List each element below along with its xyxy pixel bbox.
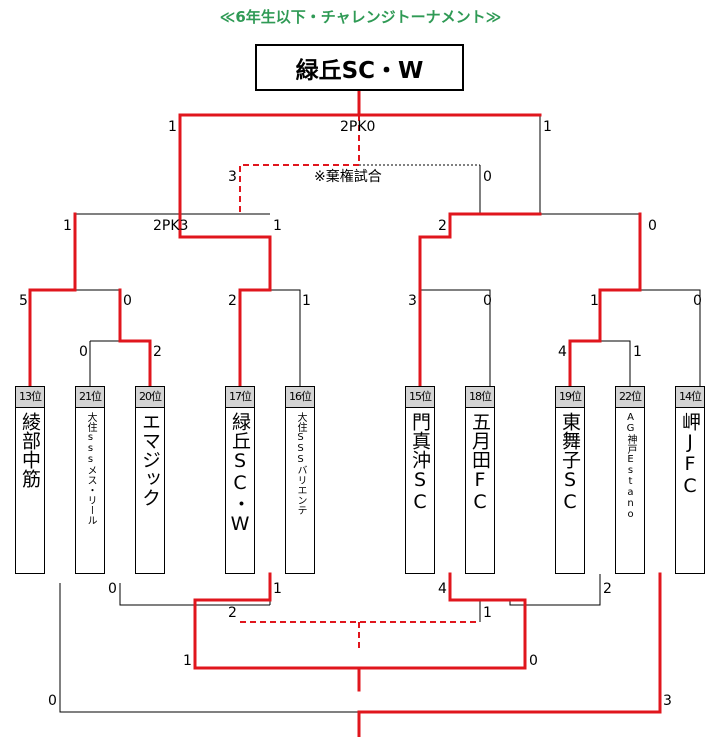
winner-line <box>568 212 642 388</box>
score-label: 2 <box>603 581 612 597</box>
score-label: 0 <box>693 293 702 309</box>
winner-line <box>193 572 361 692</box>
team-name: エマジック <box>139 412 161 507</box>
score-label: 1 <box>483 605 492 621</box>
team-box: 13位 綾部中筋 <box>15 386 45 574</box>
team-name: 門真沖SC <box>409 412 431 513</box>
winner-line <box>118 288 152 388</box>
score-label: 4 <box>558 344 567 360</box>
score-label: 0 <box>48 693 57 709</box>
team-rank: 15位 <box>406 387 434 408</box>
score-label: 4 <box>438 581 447 597</box>
bracket-line <box>270 289 301 386</box>
team-box: 19位 東舞子SC <box>555 386 585 574</box>
team-name: 岬JFC <box>679 412 701 497</box>
forfeit-line <box>239 115 360 214</box>
score-label: 5 <box>19 293 28 309</box>
bracket-line <box>600 340 631 386</box>
team-name: 五月田FC <box>469 412 491 513</box>
team-name: 緑丘SC・W <box>229 412 251 535</box>
pk-score-label: 2PK3 <box>153 218 189 234</box>
team-box: 16位 大住SSSバリエンテ <box>285 386 315 574</box>
team-name: 綾部中筋 <box>19 412 41 488</box>
team-box: 14位 岬JFC <box>675 386 705 574</box>
forfeit-note: ※棄権試合 <box>314 169 382 185</box>
winner-line <box>357 572 527 670</box>
score-label: 0 <box>79 344 88 360</box>
score-label: 0 <box>483 293 492 309</box>
team-name: 大住sssメス・リール <box>85 412 96 525</box>
team-box: 21位 大住sssメス・リール <box>75 386 105 574</box>
score-label: 2 <box>438 218 447 234</box>
team-rank: 20位 <box>136 387 164 408</box>
bracket-line <box>59 583 359 713</box>
team-name: 大住SSSバリエンテ <box>295 412 306 515</box>
team-name: 東舞子SC <box>559 412 581 513</box>
bracket-line <box>509 574 601 606</box>
score-label: 2 <box>228 293 237 309</box>
team-rank: 13位 <box>16 387 44 408</box>
score-label: 0 <box>123 293 132 309</box>
team-rank: 19位 <box>556 387 584 408</box>
page-title: ≪6年生以下・チャレンジトーナメント≫ <box>219 8 502 26</box>
score-label: 1 <box>543 119 552 135</box>
score-label: 0 <box>108 581 117 597</box>
score-label: 3 <box>228 169 237 185</box>
winner-line <box>418 212 452 388</box>
score-label: 1 <box>273 581 282 597</box>
bracket-line <box>89 340 120 386</box>
team-rank: 18位 <box>466 387 494 408</box>
score-label: 1 <box>633 344 642 360</box>
team-rank: 14位 <box>676 387 704 408</box>
score-label: 1 <box>302 293 311 309</box>
bracket-line <box>450 165 481 215</box>
score-label: 3 <box>408 293 417 309</box>
team-rank: 21位 <box>76 387 104 408</box>
team-box: 18位 五月田FC <box>465 386 495 574</box>
score-label: 0 <box>648 218 657 234</box>
team-name: AG神戸Estano <box>625 412 636 520</box>
winner-line <box>28 212 77 388</box>
pk-score-label: 2PK0 <box>340 119 376 135</box>
team-box: 22位 AG神戸Estano <box>615 386 645 574</box>
team-box: 20位 エマジック <box>135 386 165 574</box>
score-label: 2 <box>228 605 237 621</box>
score-label: 1 <box>590 293 599 309</box>
score-label: 1 <box>273 218 282 234</box>
winner-line <box>357 572 662 737</box>
score-label: 0 <box>529 653 538 669</box>
score-label: 3 <box>663 693 672 709</box>
bracket-line <box>119 583 270 606</box>
score-label: 1 <box>168 119 177 135</box>
score-label: 0 <box>483 169 492 185</box>
team-box: 17位 緑丘SC・W <box>225 386 255 574</box>
bracket-line <box>420 289 491 386</box>
bracket-line <box>600 289 701 386</box>
score-label: 1 <box>63 218 72 234</box>
team-rank: 17位 <box>226 387 254 408</box>
team-box: 15位 門真沖SC <box>405 386 435 574</box>
score-label: 2 <box>153 344 162 360</box>
champion-box: 緑丘SC・W <box>255 44 464 91</box>
team-rank: 16位 <box>286 387 314 408</box>
team-rank: 22位 <box>616 387 644 408</box>
winner-line <box>178 212 272 292</box>
score-label: 1 <box>183 653 192 669</box>
